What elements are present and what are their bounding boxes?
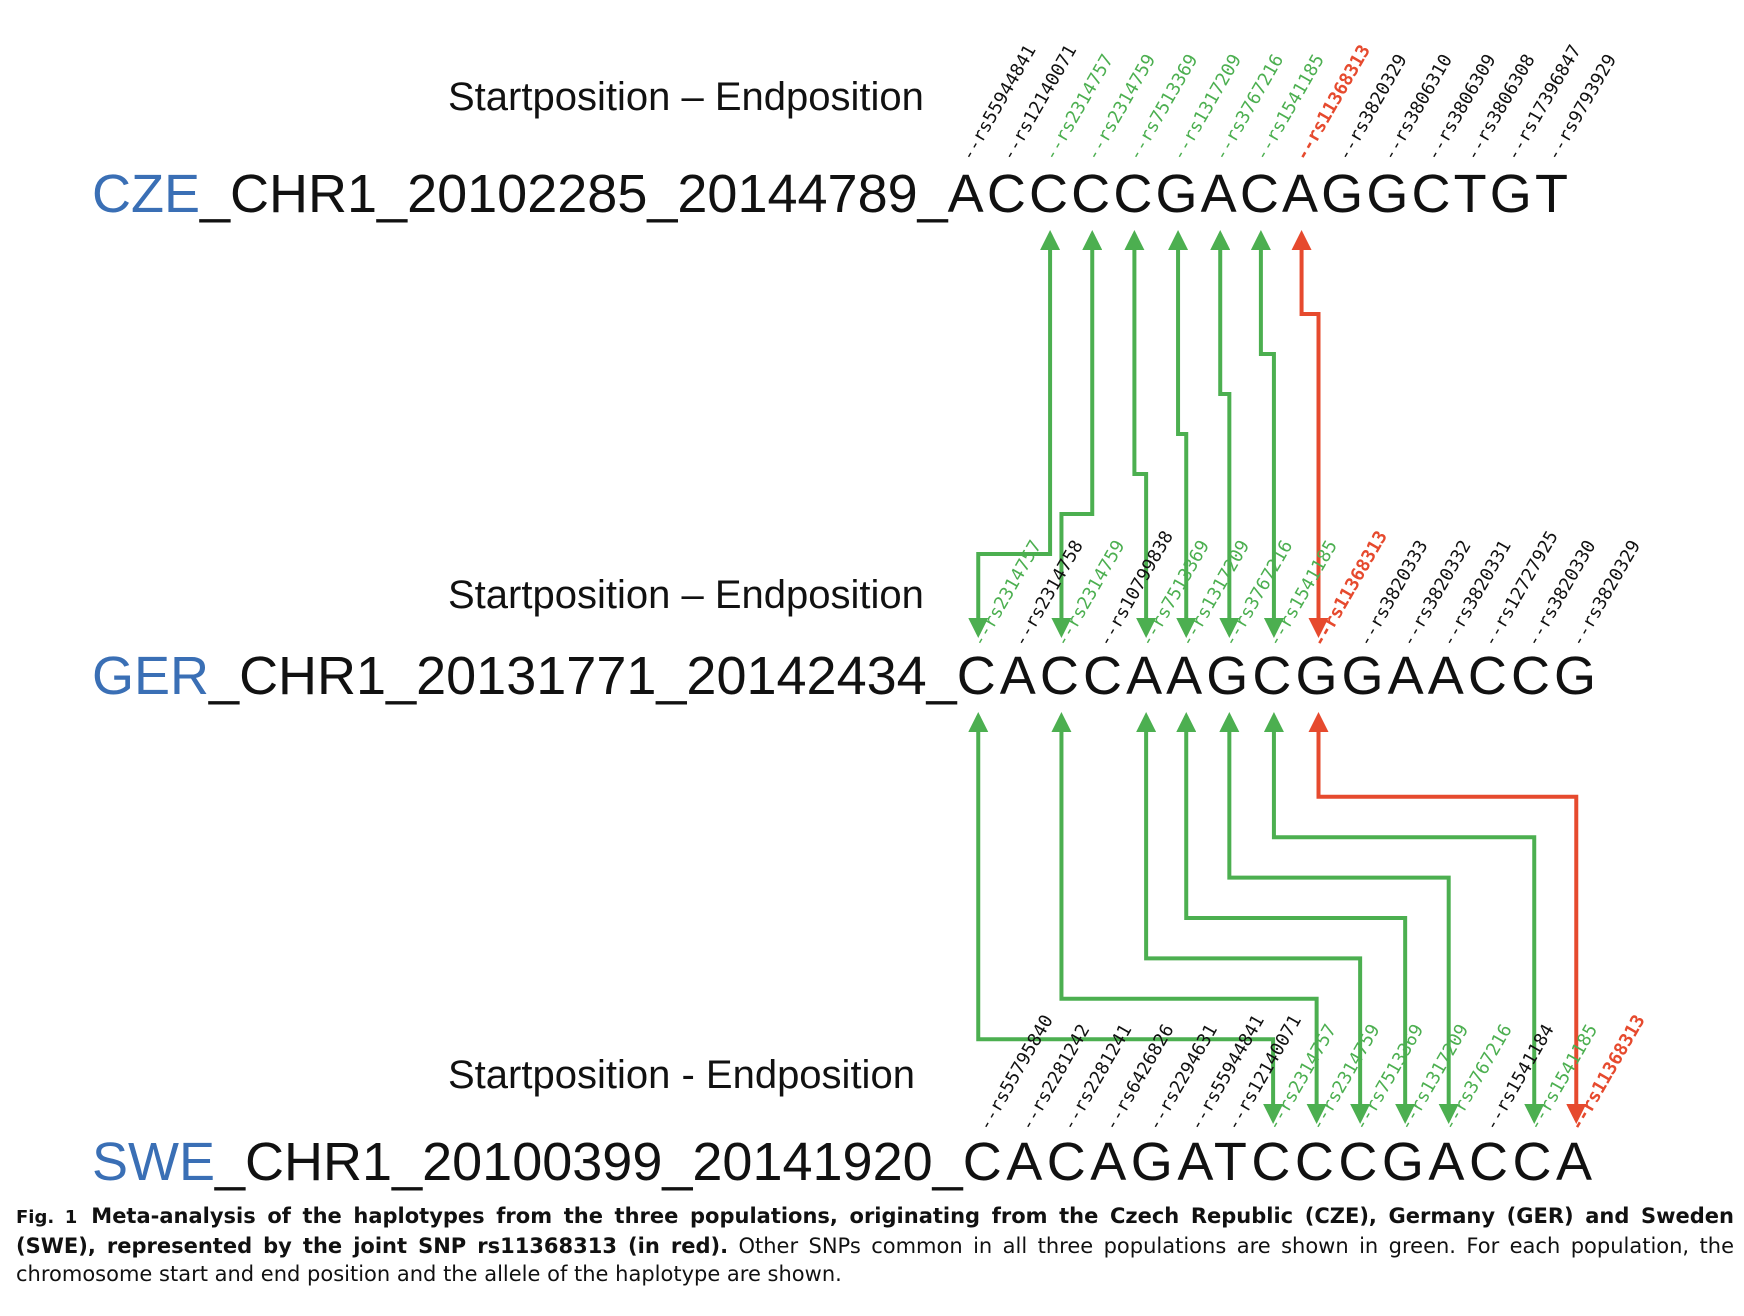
snp-labels-swe: --rs55795840--rs2281242--rs2281241--rs64… — [975, 1011, 1650, 1134]
snp-link-arrow — [1051, 230, 1103, 638]
population-code-ger: GER — [92, 646, 209, 706]
chromosome-position-cze: _CHR1_20102285_20144789_ — [199, 164, 949, 224]
sequence-label-swe: SWE_CHR1_20100399_20141920_CACAGATCCCGAC… — [92, 1132, 1597, 1192]
allele-string-cze: ACCCCGACAGGCTGT — [948, 164, 1571, 224]
snp-labels-ger: --rs2314757--rs2314758--rs2314759--rs107… — [968, 527, 1645, 650]
position-header-swe: Startposition - Endposition — [448, 1053, 915, 1097]
snp-link-arrow — [1250, 230, 1284, 638]
snp-link-arrow — [1124, 230, 1157, 638]
snp-link-arrow — [1291, 230, 1329, 638]
caption-bold-text: Meta-analysis of the haplotypes from the… — [16, 1204, 1735, 1258]
haplotype-diagram: Startposition – Endposition --rs55944841… — [92, 41, 1650, 1192]
snp-link-arrow — [968, 230, 1061, 638]
population-code-cze: CZE — [92, 164, 200, 224]
sequence-label-ger: GER_CHR1_20131771_20142434_CACCAAGCGGAAC… — [92, 646, 1600, 706]
snp-link-arrows — [968, 230, 1587, 1124]
position-header-ger: Startposition – Endposition — [448, 573, 924, 617]
snp-labels-cze: --rs55944841--rs12140071--rs2314757--rs2… — [957, 41, 1621, 164]
allele-string-ger: CACCAAGCGGAACCG — [957, 646, 1600, 706]
chromosome-position-swe: _CHR1_20100399_20141920_ — [214, 1132, 964, 1192]
snp-link-arrow — [1308, 712, 1587, 1124]
position-header-cze: Startposition – Endposition — [448, 75, 924, 119]
population-code-swe: SWE — [92, 1132, 215, 1192]
snp-link-arrow — [1210, 230, 1240, 638]
snp-link-arrow — [1168, 230, 1197, 638]
snp-link-arrow — [1176, 712, 1416, 1124]
allele-string-swe: CACAGATCCCGACCA — [963, 1132, 1597, 1192]
figure-number: Fig. 1 — [16, 1207, 78, 1228]
sequence-label-cze: CZE_CHR1_20102285_20144789_ACCCCGACAGGCT… — [92, 164, 1571, 224]
caption-text: Other SNPs common in all three populatio… — [16, 1234, 1734, 1286]
chromosome-position-ger: _CHR1_20131771_20142434_ — [208, 646, 958, 706]
